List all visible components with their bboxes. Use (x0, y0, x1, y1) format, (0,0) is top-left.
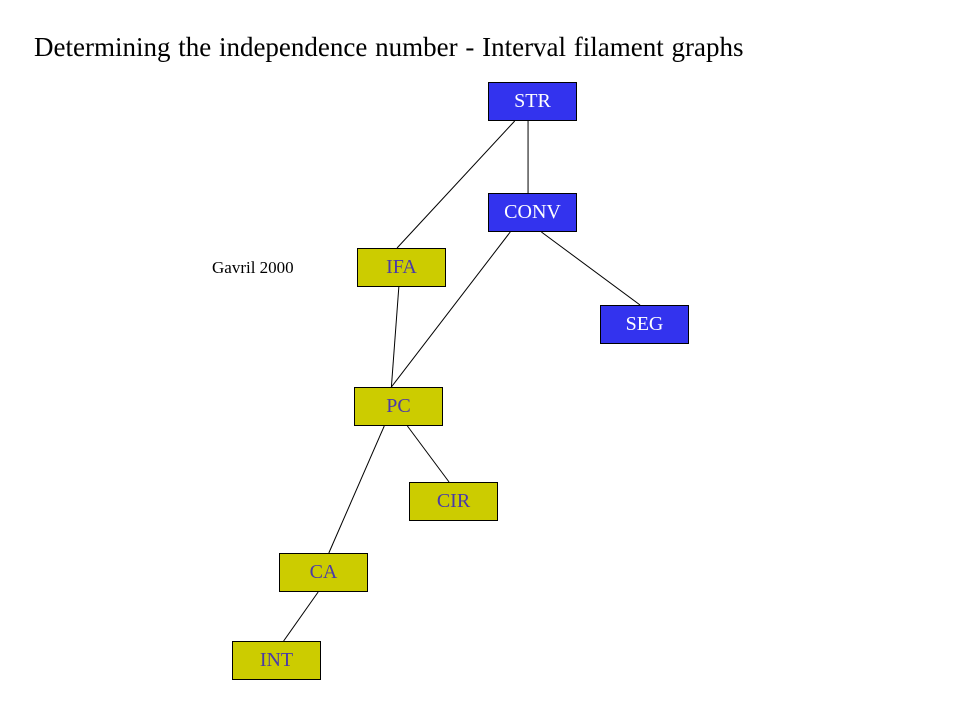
edge-conv-pc (390, 231, 511, 388)
node-ifa: IFA (357, 248, 446, 287)
node-label: PC (386, 395, 411, 417)
citation-label: Gavril 2000 (212, 258, 294, 277)
node-seg: SEG (600, 305, 689, 344)
node-label: CA (309, 561, 338, 583)
node-conv: CONV (488, 193, 577, 232)
edge-pc-ca (328, 425, 385, 554)
edge-ifa-pc (390, 286, 400, 388)
edge-str-ifa (396, 120, 516, 249)
node-label: IFA (386, 256, 417, 278)
node-label: STR (514, 90, 551, 112)
edge-ca-int (283, 591, 319, 642)
node-int: INT (232, 641, 321, 680)
node-str: STR (488, 82, 577, 121)
node-pc: PC (354, 387, 443, 426)
node-label: INT (259, 649, 294, 671)
page-title: Determining the independence number - In… (34, 32, 744, 62)
edge-pc-cir (406, 425, 450, 483)
node-cir: CIR (409, 482, 498, 521)
node-label: CONV (504, 201, 561, 223)
node-label: CIR (436, 490, 471, 512)
node-ca: CA (279, 553, 368, 592)
edge-conv-seg (541, 231, 641, 306)
node-label: SEG (625, 313, 664, 335)
